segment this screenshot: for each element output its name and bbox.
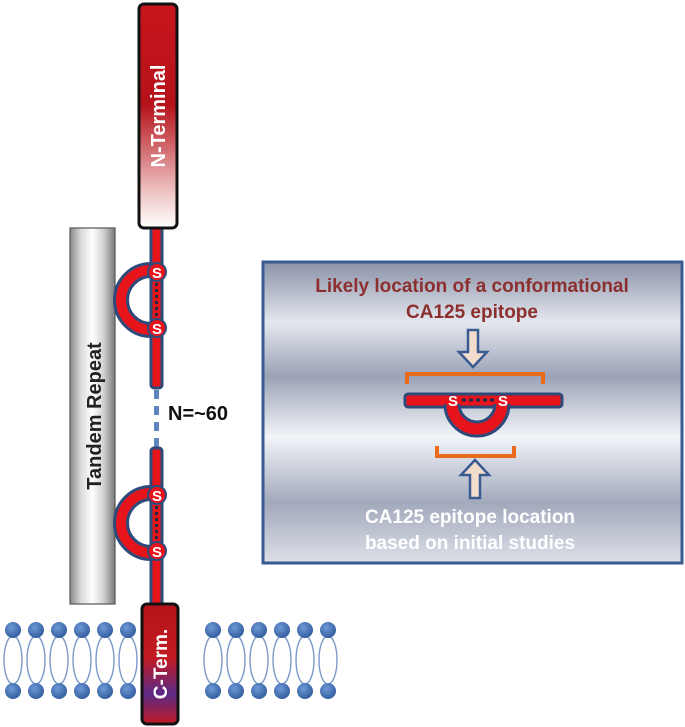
inset-disulfide-s-left: S	[448, 393, 458, 410]
inset-disulfide-s-right: S	[498, 393, 508, 410]
conformational-epitope-bracket	[405, 372, 545, 384]
initial-epitope-caption-line2: based on initial studies	[365, 533, 575, 554]
tandem-repeat-label: Tandem Repeat	[84, 342, 106, 490]
lipid-bilayer	[3, 622, 338, 699]
disulfide-s-label: S	[152, 265, 162, 282]
initial-epitope-bracket	[435, 446, 516, 458]
disulfide-loop-lower: S S	[113, 485, 167, 561]
c-terminal-domain: C-Term.	[140, 602, 180, 726]
membrane-left	[3, 622, 138, 699]
up-arrow-icon	[458, 458, 492, 500]
disulfide-s-label: S	[152, 321, 162, 338]
conformational-epitope-title-line1: Likely location of a conformational	[315, 276, 629, 297]
n-terminal-label: N-Terminal	[148, 65, 170, 168]
membrane-right	[203, 622, 338, 699]
disulfide-s-label: S	[152, 488, 162, 505]
inset-peptide: S S	[403, 392, 564, 438]
conformational-epitope-title-line2: CA125 epitope	[406, 302, 538, 323]
disulfide-s-label: S	[152, 544, 162, 561]
initial-epitope-caption-line1: CA125 epitope location	[365, 507, 575, 528]
c-terminal-label: C-Term.	[151, 629, 172, 699]
disulfide-loop-upper: S S	[113, 262, 167, 338]
n-terminal-domain: N-Terminal	[137, 2, 179, 230]
tandem-repeat-bar: Tandem Repeat	[69, 227, 116, 605]
epitope-inset-panel: Likely location of a conformational CA12…	[261, 260, 684, 565]
down-arrow-icon	[456, 328, 490, 369]
repeat-count-label: N=~60	[168, 403, 228, 425]
